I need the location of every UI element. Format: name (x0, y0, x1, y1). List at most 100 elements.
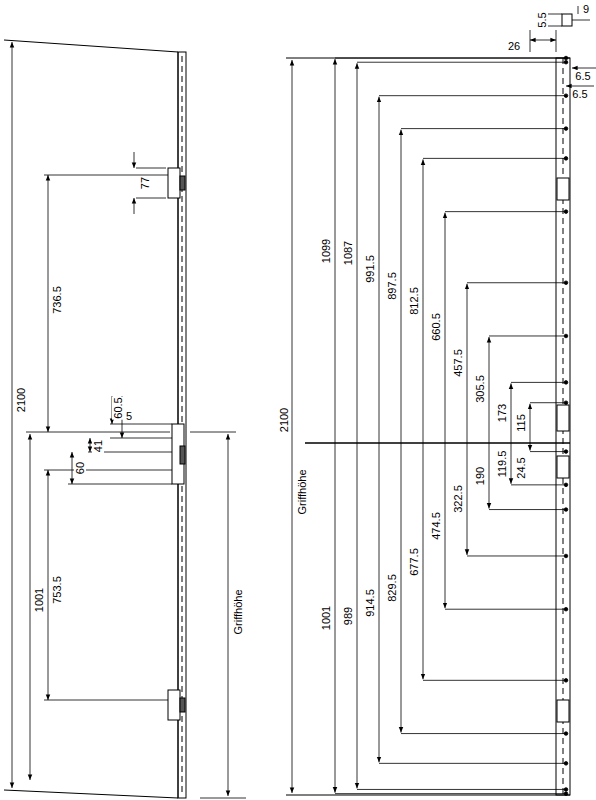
extension-line (548, 14, 562, 15)
extension-line (511, 382, 566, 383)
extension-line (44, 470, 172, 471)
dimension-line (292, 60, 293, 793)
lock-keeper (168, 168, 180, 198)
dimension-line (379, 443, 380, 762)
dimension-line (30, 434, 31, 780)
dimension-label: 677.5 (408, 547, 420, 577)
dimension-line (445, 213, 446, 443)
dimension-line (423, 159, 424, 443)
dimension-label: 60.5 (112, 396, 124, 419)
dimension-line (48, 470, 49, 700)
dimension-line (12, 42, 13, 788)
dimension-label: 1087 (342, 239, 354, 265)
point-marker (564, 788, 568, 792)
extension-line (190, 432, 236, 433)
door-perspective-view (4, 40, 186, 798)
extension-line (445, 211, 566, 212)
main-lock (172, 424, 184, 484)
dimension-label: 24.5 (515, 456, 527, 479)
point-marker (564, 762, 568, 766)
faceplate-view (286, 6, 596, 795)
extension-line (548, 26, 562, 27)
handle-height-label: Griffhöhe (296, 468, 308, 515)
bolt (180, 446, 185, 464)
dimension-label: 991.5 (364, 255, 376, 285)
point-marker (564, 508, 568, 512)
extension-line (467, 282, 566, 283)
dimension-line (467, 443, 468, 555)
extension-line (200, 798, 246, 799)
dimension-label: 914.5 (364, 588, 376, 618)
dimension-line (335, 59, 336, 443)
dimension-line (530, 443, 531, 451)
dimension-line (511, 383, 512, 443)
dimension-label: 812.5 (408, 286, 420, 316)
point-marker (564, 210, 568, 214)
point-marker (564, 554, 568, 558)
extension-line (467, 555, 566, 556)
dimension-label: 305.5 (474, 375, 486, 405)
extension-line (335, 58, 566, 59)
dimension-label: 1001 (33, 587, 45, 613)
dimension-line (228, 434, 229, 796)
extension-line (445, 609, 566, 610)
dimension-label: 322.5 (452, 485, 464, 515)
dimension-line (423, 443, 424, 679)
lock-keeper (168, 690, 180, 720)
dimension-label: 5 (125, 410, 133, 422)
point-marker (564, 483, 568, 487)
dimension-label: 660.5 (430, 313, 442, 343)
dimension-line (379, 97, 380, 443)
extension-line (136, 198, 166, 199)
door-leaf-outline (4, 40, 178, 798)
latch (557, 405, 569, 431)
extension-line (578, 6, 579, 14)
point-marker (564, 679, 568, 683)
point-marker (564, 157, 568, 161)
bolt-profile (562, 14, 572, 26)
dimension-label: 115 (515, 413, 527, 433)
dimension-line (572, 68, 596, 69)
dimension-label: 753.5 (51, 575, 63, 605)
extension-line (530, 451, 566, 452)
dimension-line (134, 198, 135, 214)
dimension-line (530, 40, 556, 41)
point-marker (564, 94, 568, 98)
dimension-label: 60 (74, 461, 86, 475)
top-line (286, 58, 570, 59)
point-marker (564, 401, 568, 405)
extension-line (379, 95, 566, 96)
dimension-line (48, 175, 49, 432)
dimension-label: 1099 (320, 237, 332, 263)
dimension-label: 2100 (278, 407, 290, 433)
dimension-line (134, 152, 135, 168)
lock-keeper (557, 700, 569, 722)
point-marker (564, 732, 568, 736)
extension-line (357, 789, 566, 790)
extension-line (68, 484, 172, 485)
dimension-label: 457.5 (452, 348, 464, 378)
dimension-line (489, 443, 490, 509)
extension-line (423, 158, 566, 159)
point-marker (564, 792, 568, 796)
dimension-label: 190 (474, 466, 486, 486)
bolt (180, 176, 185, 190)
extension-line (530, 402, 566, 403)
point-marker (564, 281, 568, 285)
dimension-line (511, 443, 512, 484)
extension-line (556, 30, 557, 52)
dimension-label: 173 (496, 403, 508, 423)
dimension-label: 5.5 (536, 11, 548, 28)
dimension-label: 26 (507, 40, 521, 52)
dimension-line (445, 443, 446, 608)
dimension-line (572, 20, 590, 21)
handle-height-label: Griffhöhe (232, 588, 244, 635)
dimension-label: 6.5 (574, 70, 591, 82)
bolt (180, 698, 185, 712)
extension-line (136, 168, 166, 169)
dimension-label: 41 (92, 439, 104, 453)
dimension-line (467, 284, 468, 443)
dimension-line (401, 443, 402, 733)
